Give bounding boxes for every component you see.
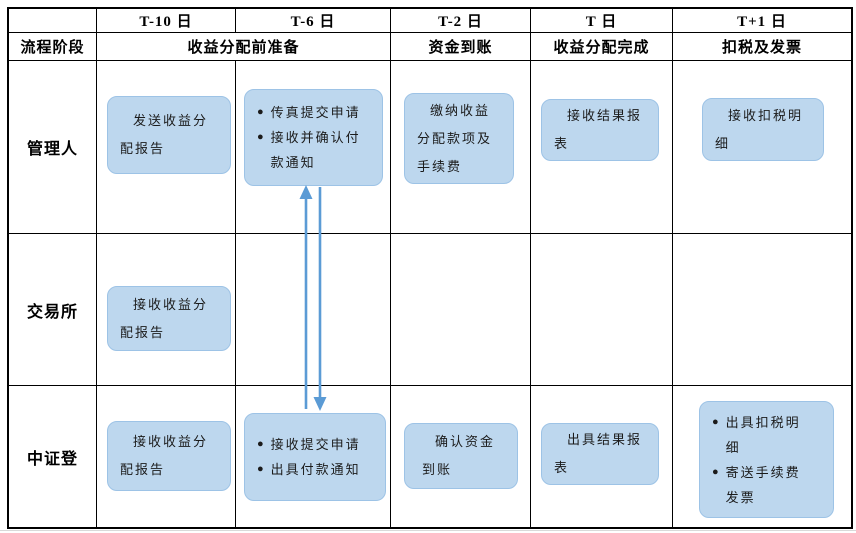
bullet-icon: ● [257,463,266,475]
task-box-csdc-t2: 确认资金到账 [404,423,518,489]
window-bottom-edge [0,530,856,531]
task-text: 出具付款通知 [270,462,361,477]
cell-csdc-t10: 接收收益分配报告 [97,386,236,527]
bullet-item: ● 寄送手续费发票 [712,460,813,510]
stage-label: 收益分配前准备 [187,40,300,56]
row-label-manager: 管理人 [9,61,97,234]
task-text: 接收并确认付款通知 [270,130,361,170]
stage-cell-preparation: 收益分配前准备 [97,33,391,61]
date-label: T-6 日 [290,14,336,30]
bullet-icon: ● [257,106,266,118]
task-box-manager-t1: 接收扣税明细 [702,98,824,161]
task-box-exchange-t10: 接收收益分配报告 [107,286,231,351]
cell-manager-t10: 发送收益分配报告 [97,61,236,234]
stage-label: 收益分配完成 [553,40,650,56]
bullet-icon: ● [257,438,266,450]
cell-exchange-t10: 接收收益分配报告 [97,234,236,386]
task-text: 接收扣税明细 [715,107,804,151]
date-label: T+1 日 [737,14,787,30]
header-cell-t10: T-10 日 [97,9,236,33]
row-label-csdc: 中证登 [9,386,97,527]
bullet-item: ● 出具付款通知 [257,457,375,482]
task-text: 缴纳收益分配款项及手续费 [417,102,493,174]
stage-cell-tax-invoice: 扣税及发票 [673,33,851,61]
bullet-item: ● 出具扣税明细 [712,410,813,460]
task-text: 接收结果报表 [554,108,643,151]
header-cell-t6: T-6 日 [236,9,391,33]
cell-csdc-t6: ● 接收提交申请 ● 出具付款通知 [236,386,391,527]
stage-cell-funds-arrival: 资金到账 [391,33,531,61]
cell-exchange-t1 [673,234,851,386]
row-label-exchange: 交易所 [9,234,97,386]
bullet-icon: ● [257,131,266,143]
task-box-csdc-t10: 接收收益分配报告 [107,421,231,491]
stage-row-label-cell: 流程阶段 [9,33,97,61]
header-cell-t: T 日 [531,9,673,33]
bullet-item: ● 接收提交申请 [257,432,375,457]
stage-label: 扣税及发票 [721,40,802,56]
task-text: 接收收益分配报告 [120,434,209,477]
task-text: 发送收益分配报告 [120,113,209,156]
task-text: 接收收益分配报告 [120,296,209,340]
task-box-csdc-t1: ● 出具扣税明细 ● 寄送手续费发票 [699,401,834,518]
cell-csdc-t1: ● 出具扣税明细 ● 寄送手续费发票 [673,386,851,527]
task-text: 接收提交申请 [270,437,361,452]
bullet-icon: ● [712,465,721,478]
cell-csdc-t2: 确认资金到账 [391,386,531,527]
cell-manager-t6: ● 传真提交申请 ● 接收并确认付款通知 [236,61,391,234]
header-cell-t2: T-2 日 [391,9,531,33]
date-label: T-2 日 [438,14,483,30]
bullet-item: ● 传真提交申请 [257,100,372,125]
cell-manager-t2: 缴纳收益分配款项及手续费 [391,61,531,234]
cell-exchange-t [531,234,673,386]
task-text: 出具结果报表 [554,432,643,475]
cell-manager-t1: 接收扣税明细 [673,61,851,234]
task-box-manager-t: 接收结果报表 [541,99,659,161]
process-table: T-10 日 T-6 日 T-2 日 T 日 T+1 日 流程阶段 收益分配前准… [7,7,853,529]
task-text: 传真提交申请 [270,105,361,120]
bullet-item: ● 接收并确认付款通知 [257,125,372,175]
task-box-manager-t6: ● 传真提交申请 ● 接收并确认付款通知 [244,89,383,186]
task-box-csdc-t: 出具结果报表 [541,423,659,485]
cell-exchange-t2 [391,234,531,386]
task-text: 寄送手续费发票 [725,464,801,505]
stage-label: 资金到账 [428,40,493,56]
bullet-icon: ● [712,415,721,428]
date-label: T-10 日 [139,14,193,30]
stage-cell-distribution-complete: 收益分配完成 [531,33,673,61]
process-diagram: T-10 日 T-6 日 T-2 日 T 日 T+1 日 流程阶段 收益分配前准… [7,7,853,529]
cell-csdc-t: 出具结果报表 [531,386,673,527]
task-text: 确认资金到账 [422,434,496,477]
date-label: T 日 [585,14,618,30]
cell-manager-t: 接收结果报表 [531,61,673,234]
task-box-manager-t10: 发送收益分配报告 [107,96,231,174]
cell-exchange-t6 [236,234,391,386]
header-cell-t1: T+1 日 [673,9,851,33]
stage-row-label: 流程阶段 [20,40,85,56]
task-box-csdc-t6: ● 接收提交申请 ● 出具付款通知 [244,413,386,501]
task-box-manager-t2: 缴纳收益分配款项及手续费 [404,93,514,184]
task-text: 出具扣税明细 [725,414,801,455]
corner-cell [9,9,97,33]
